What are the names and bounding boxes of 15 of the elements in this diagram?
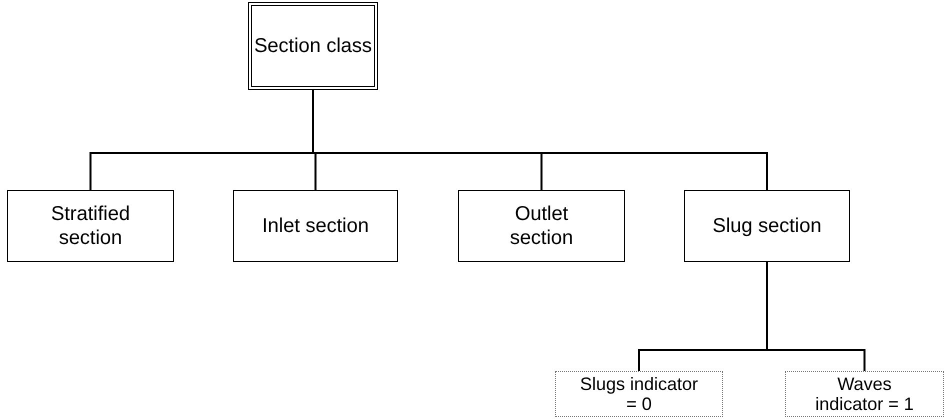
node-label: Slug section: [712, 214, 822, 238]
indicator-box: [555, 371, 723, 417]
node-label: Waves indicator = 1: [814, 374, 915, 414]
node-label: Inlet section: [262, 214, 369, 238]
section-box: [458, 190, 625, 262]
node-label: Section class: [254, 34, 372, 58]
indicator-box: [785, 371, 944, 417]
node-label: Outlet section: [508, 202, 574, 250]
node-label: Slugs indicator = 0: [579, 374, 699, 414]
node-label: Stratified section: [50, 202, 131, 250]
section-box: [7, 190, 174, 262]
section-box: [684, 190, 850, 262]
section-box: [233, 190, 398, 262]
class-box: [248, 2, 378, 90]
connector-line: [766, 262, 866, 371]
